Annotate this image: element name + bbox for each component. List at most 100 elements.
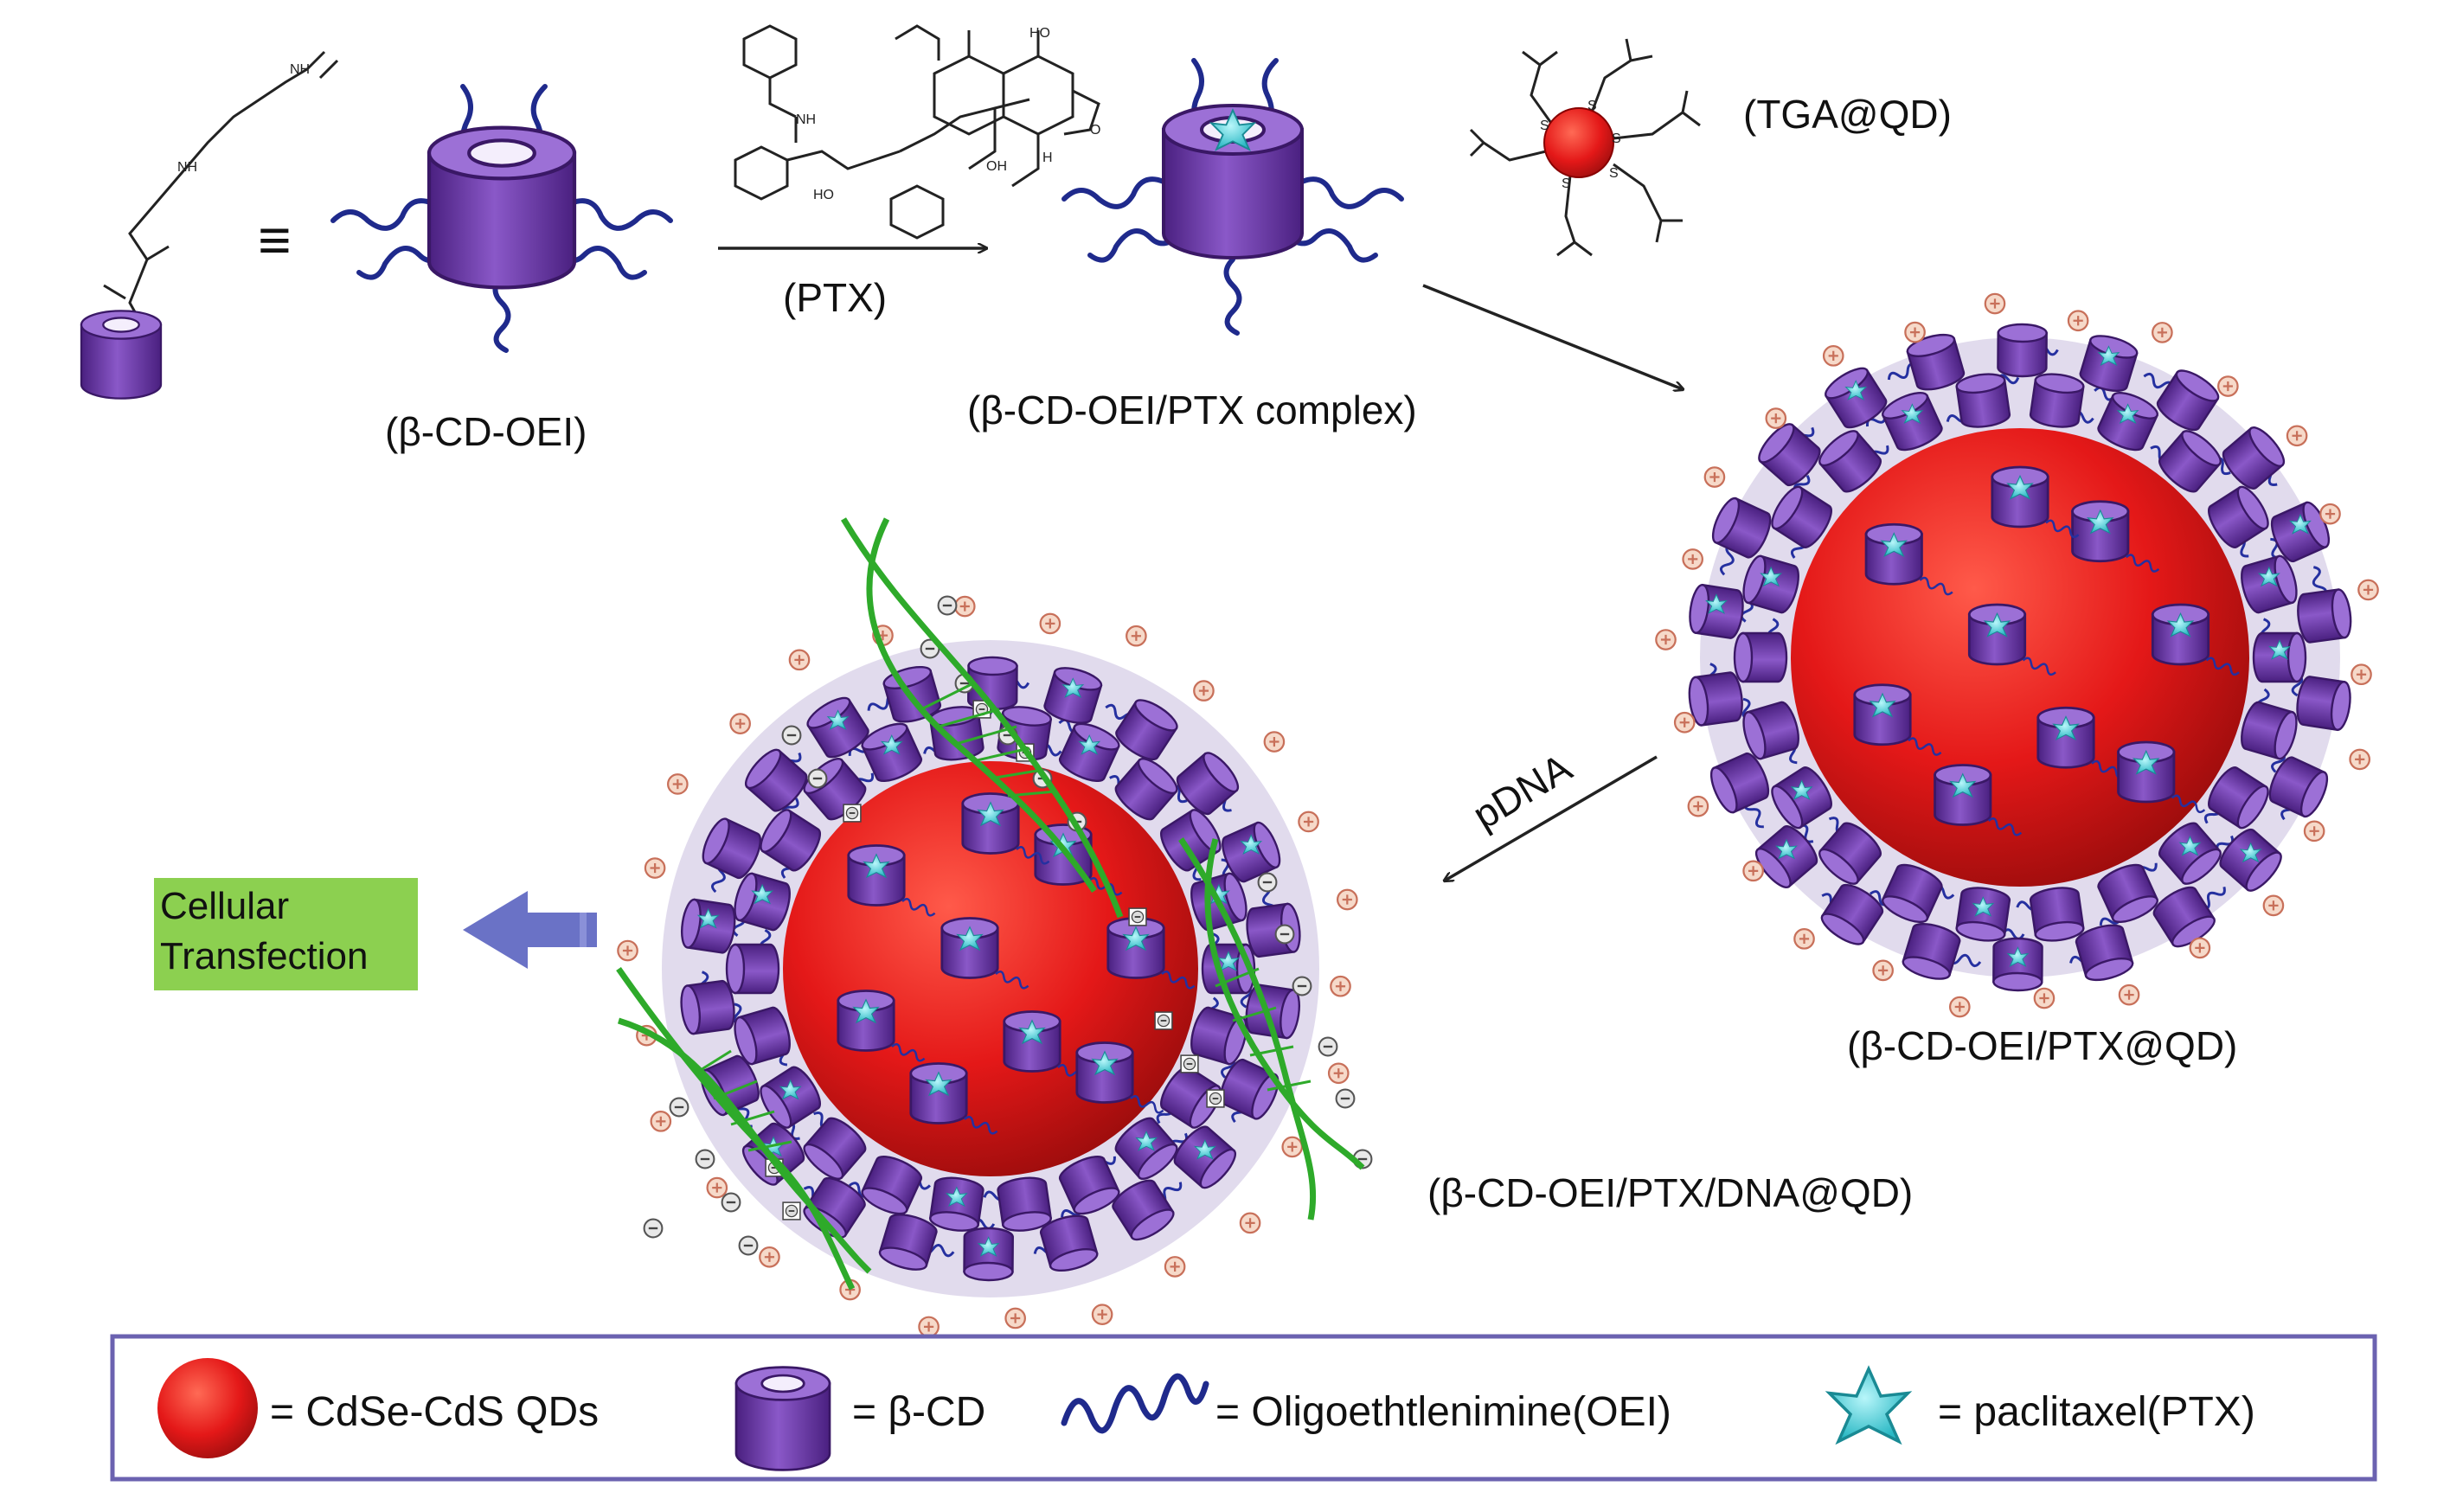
positive-charge — [953, 595, 976, 618]
pdna-arrow — [1445, 755, 1658, 881]
bound-phosphate — [1154, 1011, 1173, 1030]
positive-charge — [1193, 680, 1215, 702]
negative-charge — [1335, 1088, 1356, 1109]
assembly-arrow — [1422, 284, 1683, 389]
ptx-ho-label: HO — [813, 188, 834, 202]
negative-charge — [721, 1192, 741, 1213]
positive-charge — [1904, 321, 1926, 343]
positive-charge — [759, 1246, 780, 1268]
dna-strand-top — [840, 517, 1124, 919]
positive-charge — [788, 649, 811, 671]
positive-charge — [1039, 612, 1061, 635]
tga-s1-label: S — [1540, 119, 1549, 133]
positive-charge — [1742, 860, 1764, 882]
legend-oei-label: = Oligoethtlenimine(OEI) — [1215, 1389, 1671, 1435]
positive-charge — [2152, 322, 2173, 343]
bound-phosphate — [782, 1201, 801, 1220]
positive-charge — [2067, 310, 2089, 332]
bound-phosphate — [1206, 1089, 1225, 1108]
cellular-label-line2: Transfection — [160, 935, 368, 977]
positive-charge — [2217, 375, 2239, 397]
cyclodextrin — [725, 943, 780, 995]
negative-charge — [1257, 872, 1278, 893]
positive-charge — [1298, 810, 1319, 833]
cyclodextrin — [2028, 884, 2086, 945]
negative-charge — [1318, 1036, 1338, 1057]
ptx-oh-label: OH — [986, 159, 1007, 174]
negative-charge — [1292, 976, 1312, 996]
legend: = CdSe-CdS QDs = β-CD = Oligoethtlenimin… — [110, 1334, 2377, 1482]
cyclodextrin — [677, 978, 738, 1036]
cyclodextrin — [1685, 670, 1746, 727]
positive-charge — [706, 1176, 728, 1199]
cyclodextrin-icon — [734, 1366, 831, 1471]
cyclodextrin — [963, 1227, 1015, 1282]
cyclodextrin — [995, 1174, 1054, 1235]
positive-charge — [667, 773, 689, 795]
positive-charge — [1004, 1307, 1026, 1329]
legend-qd-label: = CdSe-CdS QDs — [270, 1389, 599, 1435]
label-complex: (β-CD-OEI/PTX complex) — [967, 388, 1417, 432]
negative-charge — [695, 1149, 715, 1169]
label-dna-qd: (β-CD-OEI/PTX/DNA@QD) — [1427, 1170, 1913, 1215]
negative-charge — [781, 725, 802, 746]
positive-charge — [2189, 937, 2211, 959]
positive-charge — [2262, 894, 2285, 917]
ptx-structure-formula: NH HO HO OH H O — [734, 24, 1100, 240]
positive-charge — [1126, 625, 1147, 647]
cyclodextrin — [1685, 582, 1748, 641]
cyclodextrin — [927, 1174, 986, 1235]
positive-charge — [1673, 711, 1696, 734]
qd-icon — [157, 1358, 258, 1458]
positive-charge — [2319, 503, 2341, 525]
tga-s5-label: S — [1562, 176, 1571, 191]
label-tga-qd: (TGA@QD) — [1743, 92, 1952, 137]
positive-charge — [1327, 1062, 1350, 1085]
label-ptx: (PTX) — [783, 275, 887, 320]
positive-charge — [1822, 345, 1844, 367]
negative-charge — [807, 768, 828, 789]
positive-charge — [644, 857, 666, 879]
negative-charge — [937, 595, 958, 616]
positive-charge — [1263, 731, 1286, 753]
cyclodextrin — [1954, 884, 2012, 945]
negative-charge — [669, 1097, 689, 1118]
positive-charge — [1164, 1256, 1186, 1278]
tga-qd-particle: S S S S S — [1469, 38, 1701, 257]
positive-charge — [1687, 795, 1709, 817]
positive-charge — [1336, 888, 1358, 911]
negative-charge — [1274, 924, 1295, 945]
label-cd-oei: (β-CD-OEI) — [385, 409, 587, 454]
positive-charge — [1655, 629, 1677, 650]
positive-charge — [1281, 1136, 1304, 1158]
cyclodextrin — [1997, 323, 2048, 378]
cyclodextrin — [1733, 631, 1788, 683]
bound-phosphate — [843, 804, 862, 823]
cellular-transfection-box: Cellular Transfection — [154, 878, 418, 990]
positive-charge — [1091, 1304, 1113, 1325]
transfection-arrow-icon — [463, 891, 597, 969]
cyclodextrin — [677, 897, 739, 956]
cd-oei-ptx-complex — [1061, 58, 1404, 336]
cellular-label-line1: Cellular — [160, 885, 289, 927]
legend-box — [110, 1334, 2377, 1482]
label-ptx-qd: (β-CD-OEI/PTX@QD) — [1847, 1023, 2237, 1068]
positive-charge — [1682, 548, 1704, 570]
positive-charge — [2351, 663, 2372, 686]
positive-charge — [617, 939, 638, 962]
cd-oei-molecule — [330, 84, 673, 353]
label-pdna: pDNA — [1465, 745, 1579, 838]
positive-charge — [1703, 466, 1726, 488]
legend-cd-label: = β-CD — [852, 1389, 985, 1435]
ptx-o-label: O — [1090, 123, 1100, 138]
equivalence-symbol: ≡ — [258, 208, 292, 272]
positive-charge — [2033, 987, 2056, 1009]
bound-phosphate — [1180, 1054, 1199, 1073]
positive-charge — [650, 1111, 672, 1132]
cd-oei-ptx-dna-qd-particle — [616, 517, 1373, 1338]
bound-phosphate — [1128, 907, 1147, 926]
positive-charge — [1765, 407, 1787, 429]
nh2-label: NH — [290, 62, 310, 77]
negative-charge — [738, 1235, 759, 1256]
